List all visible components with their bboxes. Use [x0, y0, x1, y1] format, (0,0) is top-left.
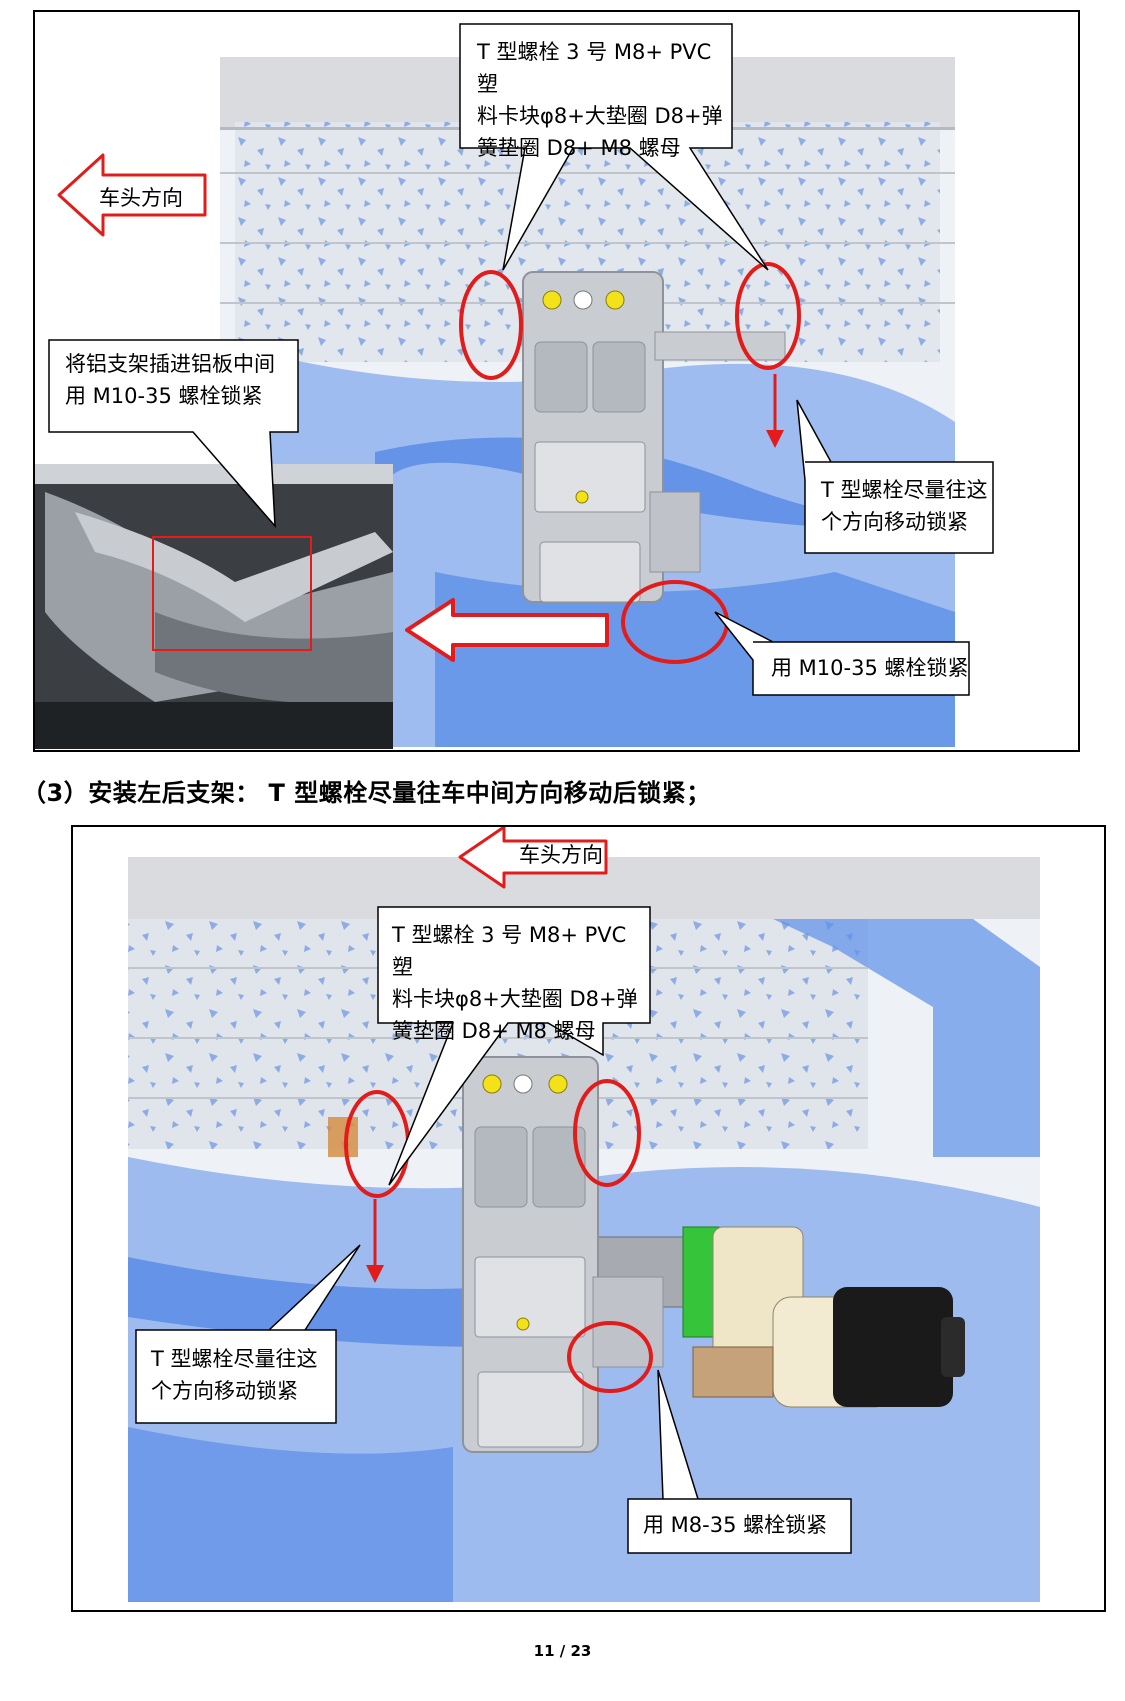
callout-bolt-parts-shape — [377, 906, 651, 1186]
motor-assembly — [595, 1226, 965, 1408]
callout-move-shape — [135, 1244, 361, 1424]
callout-lock-shape — [714, 611, 970, 696]
callout-move-text: T 型螺栓尽量往这 个方向移动锁紧 — [821, 478, 988, 534]
move-direction-arrow — [366, 1199, 384, 1283]
head-direction-arrow — [57, 153, 207, 237]
callout-insert-shape — [48, 339, 299, 529]
figure-2: 车头方向 T 型螺栓 3 号 M8+ PVC 塑 料卡块φ8+大垫圈 D8+弹 … — [71, 825, 1106, 1612]
inset-photo — [35, 464, 393, 749]
head-direction-arrow-2 — [458, 827, 608, 889]
callout-bolt-parts-text: T 型螺栓 3 号 M8+ PVC 塑 料卡块φ8+大垫圈 D8+弹 簧垫圈 D… — [477, 40, 723, 160]
section-heading: （3）安装左后支架： T 型螺栓尽量往车中间方向移动后锁紧； — [22, 779, 711, 807]
bracket-part — [328, 1056, 664, 1453]
head-direction-label: 车头方向 — [519, 843, 603, 867]
page-number: 11 / 23 — [533, 1642, 592, 1660]
head-direction-label: 车头方向 — [99, 186, 183, 210]
callout-bolt-parts-shape — [459, 23, 769, 271]
callout-lock-text: 用 M8-35 螺栓锁紧 — [643, 1513, 828, 1537]
figure-1-illustration — [35, 23, 994, 749]
callout-insert-text: 将铝支架插进铝板中间 用 M10-35 螺栓锁紧 — [65, 352, 275, 408]
callout-move-shape — [796, 399, 994, 554]
bracket-part — [522, 271, 786, 603]
insert-direction-arrow — [405, 598, 609, 662]
move-direction-arrow — [766, 374, 784, 448]
callout-lock-text: 用 M10-35 螺栓锁紧 — [771, 656, 969, 680]
highlight-circle-right — [573, 1079, 641, 1187]
figure-2-illustration — [128, 857, 1040, 1602]
callout-move-text: T 型螺栓尽量往这 个方向移动锁紧 — [151, 1347, 318, 1403]
highlight-circle-left — [459, 270, 523, 380]
highlight-circle-right — [735, 262, 801, 370]
highlight-circle-bottom — [567, 1321, 653, 1393]
inset-highlight-box — [152, 536, 312, 651]
callout-bolt-parts-text: T 型螺栓 3 号 M8+ PVC 塑 料卡块φ8+大垫圈 D8+弹 簧垫圈 D… — [392, 923, 638, 1043]
callout-lock-shape — [627, 1369, 852, 1554]
figure-1: 车头方向 T 型螺栓 3 号 M8+ PVC 塑 料卡块φ8+大垫圈 D8+弹 … — [33, 10, 1080, 752]
